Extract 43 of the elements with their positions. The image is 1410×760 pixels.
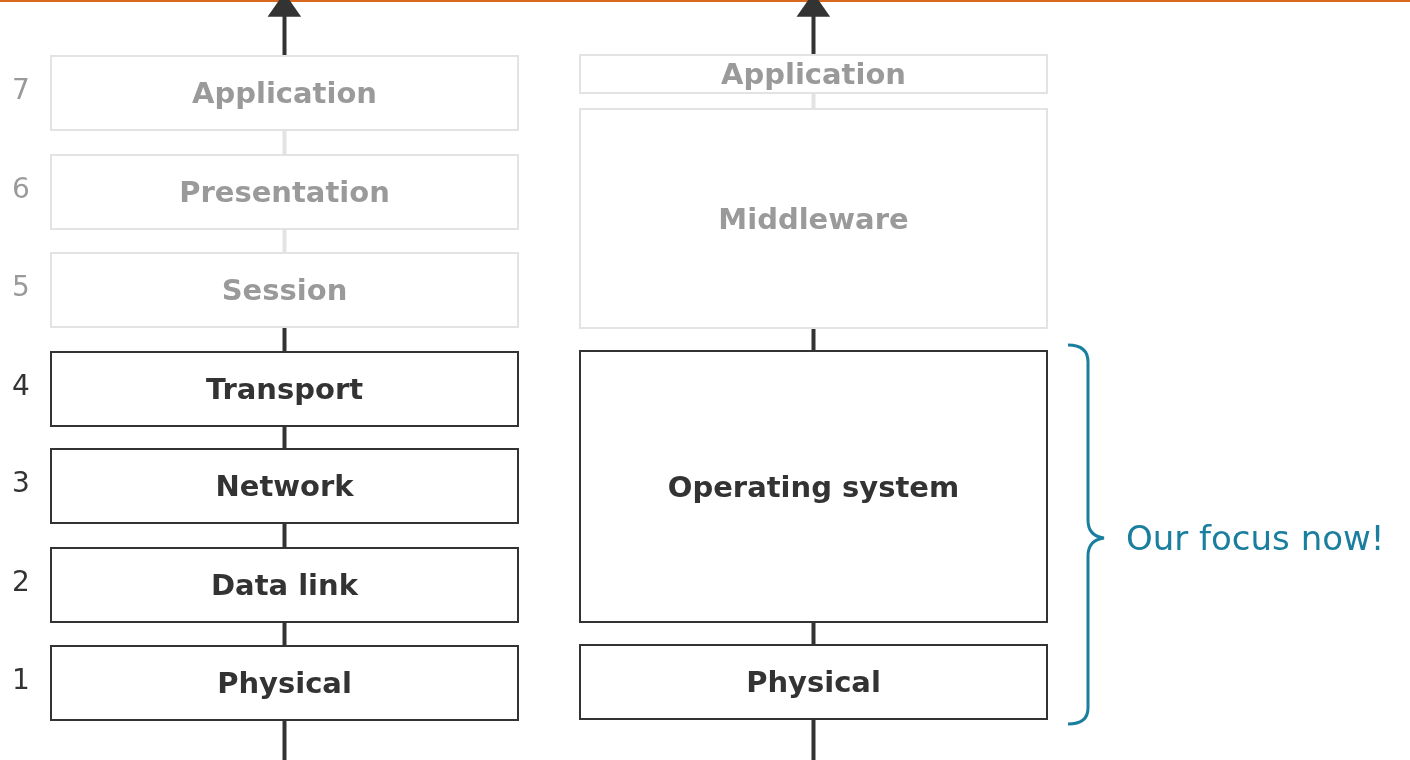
- layer-box: [50, 645, 519, 721]
- connector-line: [282, 623, 287, 645]
- connector-line: [811, 720, 816, 760]
- layer-name: Session: [221, 273, 348, 307]
- layer-name: Physical: [746, 665, 881, 699]
- focus-note: Our focus now!: [1126, 518, 1385, 558]
- layer-number: 2: [12, 565, 30, 598]
- layer-box: [579, 108, 1048, 329]
- layer-number: 6: [12, 172, 30, 205]
- layer-number: 7: [12, 73, 30, 106]
- connector-line: [282, 131, 287, 154]
- layer-number: 3: [12, 466, 30, 499]
- connector-line: [282, 230, 287, 252]
- layer-box: [50, 252, 519, 328]
- layer-name: Network: [215, 469, 354, 503]
- layer-box: [50, 154, 519, 230]
- connector-line: [811, 623, 816, 644]
- layer-name: Physical: [217, 666, 352, 700]
- connector-line: [282, 721, 287, 760]
- layer-box: [50, 547, 519, 623]
- layer-name: Application: [192, 76, 377, 110]
- layer-number: 1: [12, 663, 30, 696]
- connector-line: [282, 524, 287, 547]
- layer-box: [50, 448, 519, 524]
- layer-name: Presentation: [179, 175, 390, 209]
- arrow: [796, 0, 831, 54]
- layer-box: [579, 644, 1048, 720]
- layer-number: 5: [12, 270, 30, 303]
- connector-line: [282, 427, 287, 448]
- connector-line: [811, 94, 816, 108]
- layer-name: Application: [721, 57, 906, 91]
- layer-name: Middleware: [718, 201, 909, 236]
- connector-line: [282, 328, 287, 351]
- layer-box: [50, 55, 519, 131]
- layer-name: Data link: [211, 568, 358, 602]
- arrow: [267, 0, 302, 55]
- layer-box: [579, 350, 1048, 623]
- layer-number: 4: [12, 369, 30, 402]
- connector-line: [811, 329, 816, 350]
- layer-name: Transport: [205, 372, 364, 406]
- layer-name: Operating system: [667, 469, 960, 504]
- layer-box: [579, 54, 1048, 94]
- layer-box: [50, 351, 519, 427]
